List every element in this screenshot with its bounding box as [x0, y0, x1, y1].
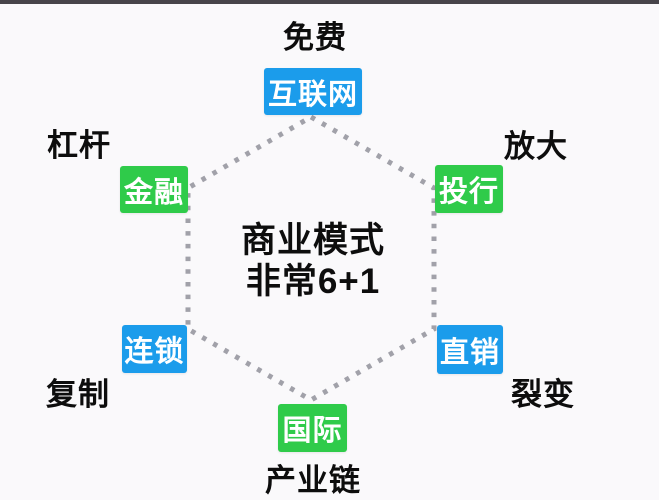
node-international: 国际 [278, 404, 347, 452]
center-title-line2: 非常6+1 [245, 262, 381, 301]
node-chain-store: 连锁 [122, 325, 187, 373]
keyword-leverage: 杠杆 [47, 128, 111, 163]
keyword-fission: 裂变 [511, 377, 575, 412]
node-finance: 金融 [120, 166, 188, 213]
top-edge-bar [0, 0, 659, 4]
node-internet: 互联网 [264, 68, 362, 115]
node-investment-bank: 投行 [435, 165, 503, 213]
keyword-free: 免费 [283, 20, 347, 55]
keyword-amplify: 放大 [504, 129, 568, 164]
node-direct-sales: 直销 [437, 325, 503, 374]
center-title-line1: 商业模式 [240, 221, 385, 260]
keyword-replicate: 复制 [46, 377, 110, 412]
hexagon-path [185, 114, 437, 403]
keyword-industry-chain: 产业链 [265, 463, 361, 498]
diagram-center-title: 商业模式 非常6+1 [153, 220, 473, 302]
